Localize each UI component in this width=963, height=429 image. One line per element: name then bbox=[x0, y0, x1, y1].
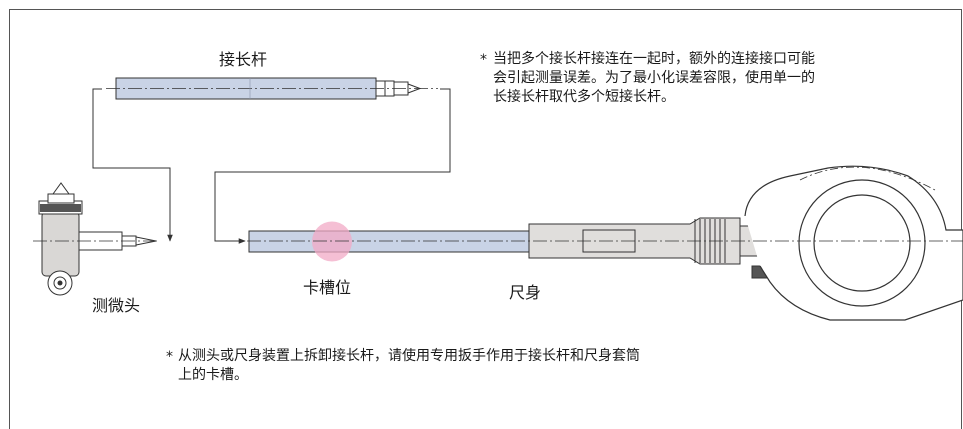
gauge-body-label: 尺身 bbox=[509, 283, 542, 302]
measuring-head-drawing bbox=[33, 182, 160, 296]
slot-highlight bbox=[312, 221, 352, 262]
bottom-note-marker: * bbox=[166, 349, 173, 365]
connector-left bbox=[92, 88, 173, 242]
bottom-note-line-2: 上的卡槽。 bbox=[178, 367, 248, 383]
top-note-line-1: 当把多个接长杆接连在一起时，额外的连接接口可能 bbox=[493, 51, 815, 67]
top-note-marker: * bbox=[480, 52, 487, 68]
bottom-note: 从测头或尺身装置上拆卸接长杆，请使用专用扳手作用于接长杆和尺身套筒 上的卡槽。 bbox=[178, 347, 640, 385]
extension-rod-drawing bbox=[106, 77, 438, 100]
extension-rod-label: 接长杆 bbox=[219, 50, 268, 69]
slot-position-label: 卡槽位 bbox=[303, 278, 352, 297]
top-note-line-3: 长接长杆取代多个短接长杆。 bbox=[493, 89, 675, 105]
bottom-rod-drawing bbox=[248, 221, 530, 262]
top-note: 当把多个接长杆接连在一起时，额外的连接接口可能 会引起测量误差。为了最小化误差容… bbox=[493, 50, 815, 107]
diagram-frame bbox=[9, 9, 962, 429]
connector-right bbox=[214, 88, 451, 244]
top-note-line-2: 会引起测量误差。为了最小化误差容限，使用单一的 bbox=[493, 70, 815, 86]
bottom-note-line-1: 从测头或尺身装置上拆卸接长杆，请使用专用扳手作用于接长杆和尺身套筒 bbox=[178, 348, 640, 364]
gauge-body-drawing bbox=[225, 165, 963, 321]
measuring-head-label: 测微头 bbox=[92, 296, 141, 315]
